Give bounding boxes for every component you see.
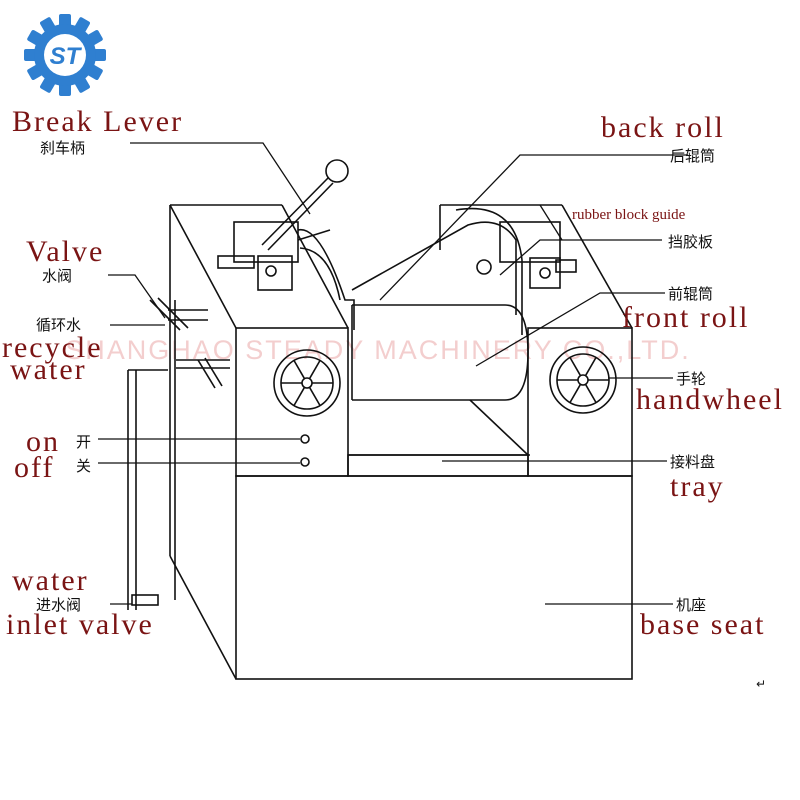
label-on-cn: 开 xyxy=(76,433,91,451)
logo-letters: ST xyxy=(50,43,83,70)
front-roll-stand-right xyxy=(469,399,529,456)
right-handwheel-hub xyxy=(577,374,589,386)
labels: Break Lever 刹车柄 back roll 后辊筒 rubber blo… xyxy=(2,105,784,691)
handwheel-spoke xyxy=(308,360,321,380)
handwheel-spoke xyxy=(569,357,582,377)
recycle-valve-handle xyxy=(197,359,216,389)
label-inlet-valve-en: inlet valve xyxy=(6,608,154,641)
label-break-lever-en: Break Lever xyxy=(12,105,183,138)
left-bearing-nut xyxy=(265,265,277,277)
right-bearing-block xyxy=(499,221,561,263)
left-guard xyxy=(297,229,355,330)
label-base-seat-cn: 机座 xyxy=(676,596,706,614)
right-handwheel-spokes xyxy=(557,357,609,403)
label-on-en: on xyxy=(26,425,60,458)
on-switch-button xyxy=(300,434,310,444)
back-roll-bearing-hole xyxy=(476,259,492,275)
right-handwheel-rim xyxy=(549,346,617,414)
left-bearing-bolt xyxy=(217,255,255,269)
label-valve-en: Valve xyxy=(26,235,104,268)
machine-drawing xyxy=(127,159,633,680)
label-handwheel-cn: 手轮 xyxy=(676,370,706,388)
label-water-en: water xyxy=(10,353,87,386)
label-water-inlet-cn: 进水阀 xyxy=(36,596,81,614)
label-off-en: off xyxy=(14,451,54,484)
label-handwheel-en: handwheel xyxy=(636,383,784,416)
label-recycle-en: recycle xyxy=(2,331,103,364)
gear-hole xyxy=(44,34,86,76)
label-rubber-block-guide-cn: 挡胶板 xyxy=(668,233,713,251)
right-bearing-bolt xyxy=(555,259,577,273)
handwheel-spoke xyxy=(293,386,306,406)
leader-valve xyxy=(108,274,166,319)
gear-logo-icon: ST xyxy=(24,14,106,96)
label-tray-cn: 接料盘 xyxy=(670,453,715,471)
base-left-slant xyxy=(169,555,237,680)
tray-box xyxy=(347,454,529,477)
left-frame-top-slant xyxy=(169,204,237,329)
label-off-cn: 关 xyxy=(76,457,91,475)
handwheel-spoke xyxy=(293,360,306,380)
label-recycle-water-cn: 循环水 xyxy=(36,316,81,334)
front-roll-shape xyxy=(352,304,529,401)
base-seat-box xyxy=(235,475,633,680)
right-frame-top-slant xyxy=(561,204,633,329)
left-bearing-plate xyxy=(257,255,293,291)
break-lever-knob xyxy=(325,159,349,183)
leader-lines xyxy=(98,142,688,605)
leader-front-roll xyxy=(475,292,665,367)
left-handwheel-spokes xyxy=(281,360,333,406)
left-guard-inner xyxy=(299,247,341,301)
label-tray-en: tray xyxy=(670,470,725,503)
label-rubber-block-guide-en: rubber block guide xyxy=(572,207,686,223)
leader-rubber-block-guide-b xyxy=(539,204,563,241)
label-valve-cn: 水阀 xyxy=(42,267,72,285)
left-frame-top-right xyxy=(281,204,349,329)
leader-break-lever xyxy=(130,142,311,215)
label-back-roll-en: back roll xyxy=(601,111,725,144)
right-frame-box xyxy=(527,327,633,477)
left-frame-box xyxy=(235,327,349,477)
right-bearing-plate xyxy=(529,257,561,289)
leader-rubber-block-guide xyxy=(499,239,662,276)
left-handwheel-rim xyxy=(273,349,341,417)
back-roll-shape xyxy=(351,221,517,315)
handwheel-spoke xyxy=(584,383,597,403)
left-bearing-block xyxy=(233,221,299,263)
label-front-roll-en: front roll xyxy=(622,301,749,334)
handwheel-spoke xyxy=(308,386,321,406)
valve-handle-a xyxy=(149,299,181,331)
leader-back-roll xyxy=(379,154,688,301)
label-water-inlet-water-en: water xyxy=(12,564,89,597)
end-mark: ↵ xyxy=(756,677,766,691)
right-bearing-nut xyxy=(539,267,551,279)
label-base-seat-en: base seat xyxy=(640,608,765,641)
valve-handle-b xyxy=(157,297,189,329)
recycle-valve-handle-b xyxy=(204,357,223,387)
label-front-roll-cn: 前辊筒 xyxy=(668,285,713,303)
handwheel-spoke xyxy=(584,357,597,377)
left-handwheel-hub xyxy=(301,377,313,389)
break-lever-arm-a xyxy=(261,177,329,246)
water-inlet-valve-body xyxy=(131,594,159,606)
break-lever-arm-b xyxy=(267,182,334,251)
left-bearing-link xyxy=(297,229,331,241)
handwheel-spoke xyxy=(569,383,582,403)
label-break-lever-cn: 刹车柄 xyxy=(40,139,85,157)
off-switch-button xyxy=(300,457,310,467)
watermark-text: SHANGHAO STEADY MACHINERY CO.,LTD. xyxy=(65,335,691,365)
label-back-roll-cn: 后辊筒 xyxy=(670,147,715,165)
